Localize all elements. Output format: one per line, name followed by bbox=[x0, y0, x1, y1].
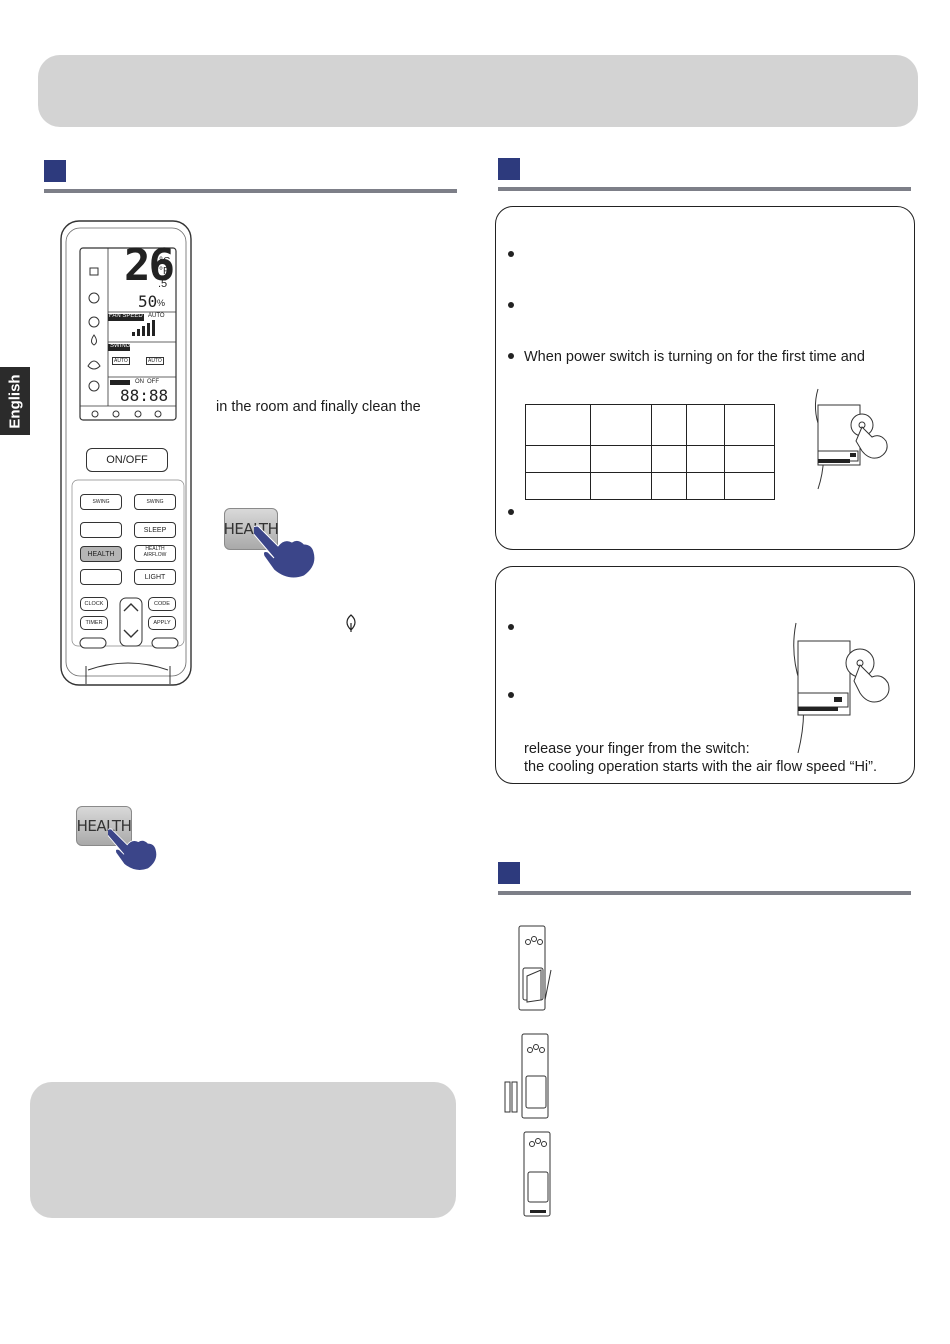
bullet-1 bbox=[508, 251, 514, 257]
table-cell bbox=[686, 472, 725, 500]
clock-button[interactable]: CLOCK bbox=[80, 597, 108, 611]
lcd-fan-speed-label: FAN SPEED bbox=[109, 313, 143, 319]
table-cell bbox=[686, 445, 725, 473]
bullet-4 bbox=[508, 509, 514, 515]
light-button[interactable]: LIGHT bbox=[134, 569, 176, 585]
health-button-image-2: HEALTH bbox=[76, 806, 132, 846]
table-cell bbox=[651, 445, 687, 473]
health-airflow-line-2: AIRFLOW bbox=[143, 552, 167, 558]
lcd-off-label: OFF bbox=[147, 379, 159, 385]
indoor-unit-switch-illustration-1 bbox=[814, 388, 888, 490]
lcd-auto-label: AUTO bbox=[148, 313, 165, 319]
lcd-unit-c: °C bbox=[159, 256, 171, 267]
blank-button-2[interactable] bbox=[80, 569, 122, 585]
code-button[interactable]: CODE bbox=[148, 597, 176, 611]
lcd-time: 88:88 bbox=[120, 386, 169, 405]
pressing-hand-icon-2 bbox=[108, 828, 158, 871]
bullet-3-text: When power switch is turning on for the … bbox=[524, 349, 865, 365]
apply-button[interactable]: APPLY bbox=[148, 616, 176, 630]
swing-left-button[interactable]: SWING bbox=[80, 494, 122, 510]
table-cell bbox=[590, 404, 652, 446]
battery-step-1-illustration bbox=[518, 925, 552, 1011]
sleep-button[interactable]: SLEEP bbox=[134, 522, 176, 538]
section-rule-right-bottom bbox=[498, 891, 911, 895]
table-cell bbox=[724, 404, 775, 446]
health-button[interactable]: HEALTH bbox=[80, 546, 122, 562]
lcd-temperature: 26 bbox=[124, 240, 175, 291]
emergency-operation-box: When power switch is turning on for the … bbox=[495, 206, 915, 550]
table-cell bbox=[686, 404, 725, 446]
battery-step-3-illustration bbox=[523, 1131, 551, 1217]
language-tab-label: English bbox=[6, 373, 24, 429]
leaf-icon bbox=[346, 614, 356, 632]
lcd-auto-b: AUTO bbox=[146, 357, 164, 365]
lcd-humidity: 50 bbox=[138, 292, 158, 311]
timer-button[interactable]: TIMER bbox=[80, 616, 108, 630]
bullet-3 bbox=[508, 353, 514, 359]
table-cell bbox=[525, 472, 591, 500]
on-off-button[interactable]: ON/OFF bbox=[86, 448, 168, 472]
table-cell bbox=[651, 472, 687, 500]
language-tab: English bbox=[0, 367, 30, 435]
lcd-decimal: .5 bbox=[158, 278, 168, 290]
health-airflow-line-1: HEALTH bbox=[145, 546, 165, 552]
forced-text-line-1: release your finger from the switch: bbox=[524, 741, 750, 757]
indoor-unit-switch-illustration-2 bbox=[793, 622, 890, 753]
bullet-5 bbox=[508, 624, 514, 630]
section-rule-right-top bbox=[498, 187, 911, 191]
lcd-on-label: ON bbox=[135, 379, 144, 385]
blank-button-1[interactable] bbox=[80, 522, 122, 538]
section-marker-left bbox=[44, 160, 66, 182]
battery-step-2-illustration bbox=[504, 1033, 549, 1119]
table-cell bbox=[651, 404, 687, 446]
spec-table bbox=[525, 404, 775, 500]
lcd-humidity-unit: % bbox=[157, 298, 166, 308]
forced-text-line-2: the cooling operation starts with the ai… bbox=[524, 759, 878, 775]
section-marker-right-bottom bbox=[498, 862, 520, 884]
health-press-illustration-1: HEALTH bbox=[224, 508, 324, 578]
bullet-6 bbox=[508, 692, 514, 698]
forced-operation-box: release your finger from the switch: the… bbox=[495, 566, 915, 784]
health-description-text: in the room and finally clean the bbox=[216, 399, 421, 415]
table-cell bbox=[724, 445, 775, 473]
header-banner bbox=[38, 55, 918, 127]
table-cell bbox=[525, 445, 591, 473]
health-press-illustration-2: HEALTH bbox=[76, 806, 166, 876]
lcd-swing-label: SWING bbox=[110, 343, 131, 349]
lcd-auto-a: AUTO bbox=[112, 357, 130, 365]
health-airflow-button[interactable]: HEALTH AIRFLOW bbox=[134, 545, 176, 562]
table-cell bbox=[724, 472, 775, 500]
table-cell bbox=[590, 445, 652, 473]
table-cell bbox=[590, 472, 652, 500]
section-marker-right-top bbox=[498, 158, 520, 180]
remote-control-illustration: 26 °C °F .5 50 % FAN SPEED AUTO SWING AU… bbox=[58, 218, 198, 690]
note-box bbox=[30, 1082, 456, 1218]
pressing-hand-icon bbox=[254, 525, 316, 578]
bullet-2 bbox=[508, 302, 514, 308]
lcd-unit-f: °F bbox=[159, 266, 170, 277]
swing-right-button[interactable]: SWING bbox=[134, 494, 176, 510]
section-rule-left bbox=[44, 189, 457, 193]
table-cell bbox=[525, 404, 591, 446]
